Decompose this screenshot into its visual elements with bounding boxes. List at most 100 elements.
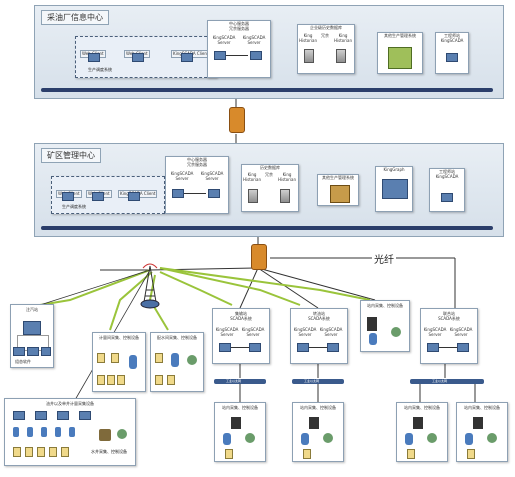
top-king-ws: KingSCADA <box>440 38 464 43</box>
server-icon <box>304 49 314 63</box>
scada-site-c: 联合站 SCADA系统 KingSCADA Server KingSCADA S… <box>420 308 478 364</box>
mid-redundant2: 冗余 <box>265 172 273 177</box>
field-right-d-title: 站内采集、控制设备 <box>464 405 500 410</box>
sensor-icon <box>13 427 19 437</box>
device-icon <box>155 375 163 385</box>
device-icon <box>49 447 57 457</box>
site-b-server-1: KingSCADA Server <box>293 327 317 337</box>
mid-other-systems: 其他生产管理系统 <box>317 174 359 206</box>
top-server-group-title: 中心服务器 <box>229 21 249 26</box>
device-icon <box>117 375 125 385</box>
field-right-c: 站内采集、控制设备 <box>396 402 448 462</box>
top-historian-b: King Historian <box>334 33 352 43</box>
server-monitor-icon <box>214 51 226 60</box>
computer-icon <box>13 347 25 356</box>
mid-server-title: 中心服务器 <box>187 157 207 162</box>
computer-icon <box>27 347 39 356</box>
mid-historian-a: King Historian <box>243 172 261 182</box>
top-info-center-panel: 采油厂信息中心 Web Client Web Client KingSCADA … <box>34 5 504 99</box>
sensor-icon <box>465 433 473 445</box>
field-left-sub: 组态软件 <box>15 359 31 364</box>
sensor-icon <box>223 433 231 445</box>
site-c-server-2: KingSCADA Server <box>449 327 473 337</box>
computer-icon <box>327 343 339 352</box>
field-mid2-title: 配水间采集、控制设备 <box>157 335 197 340</box>
field-left-title: 注汽站 <box>26 307 38 312</box>
top-kingscada-a: KingSCADA Server <box>212 35 236 45</box>
top-kingscada-b: KingSCADA Server <box>242 35 266 45</box>
top-historian-a: King Historian <box>299 33 317 43</box>
computer-icon <box>181 53 193 62</box>
computer-icon <box>23 321 41 335</box>
field-water-station: 配水间采集、控制设备 <box>150 332 204 392</box>
device-icon <box>407 449 415 459</box>
computer-icon <box>427 343 439 352</box>
computer-icon <box>13 411 25 420</box>
device-icon <box>225 449 233 459</box>
mid-kinggraph: KingGraph <box>375 166 413 212</box>
field-bottom-title: 油井以及单井计量采集设备 <box>46 401 94 406</box>
computer-icon <box>92 192 104 201</box>
controller-icon <box>473 417 483 429</box>
field-right-top: 站内采集、控制设备 <box>360 300 410 352</box>
top-backbone <box>41 88 493 92</box>
monitor-icon <box>382 179 408 199</box>
computer-icon <box>128 192 140 201</box>
device-icon <box>111 353 119 363</box>
mid-kingscada-a: KingSCADA Server <box>170 171 194 181</box>
valve-icon <box>323 433 333 443</box>
mid-client-group: Web Client Web Client KingSCADA Client 生… <box>51 176 165 214</box>
server-cluster-icon <box>330 185 350 203</box>
site-c-bus <box>410 379 484 384</box>
handheld-icon <box>99 429 111 441</box>
top-center-title: 采油厂信息中心 <box>41 10 109 25</box>
mid-other-title: 其他生产管理系统 <box>322 175 354 180</box>
field-left-station: 注汽站 组态软件 <box>10 304 54 368</box>
site-c-bus-label: 工业以太网 <box>432 379 448 383</box>
site-a-server-1: KingSCADA Server <box>215 327 239 337</box>
mid-workstation: 工程师站 KingSCADA <box>429 168 465 212</box>
field-right1-title: 站内采集、控制设备 <box>367 303 403 308</box>
field-right-a: 站内采集、控制设备 <box>214 402 266 462</box>
mid-backbone <box>41 226 493 230</box>
top-other-systems: 其他生产管理系统 <box>377 32 423 74</box>
mid-management-panel: 矿区管理中心 Web Client Web Client KingSCADA C… <box>34 143 504 237</box>
top-dispatch-label: 生产调度系统 <box>88 67 112 72</box>
computer-icon <box>132 53 144 62</box>
computer-icon <box>57 411 69 420</box>
server-icon <box>280 189 290 203</box>
mid-center-title: 矿区管理中心 <box>41 148 101 163</box>
sensor-icon <box>129 355 137 369</box>
mid-server-group: 中心服务器 冗余服务器 KingSCADA Server KingSCADA S… <box>165 156 229 214</box>
computer-icon <box>446 53 458 62</box>
server-icon <box>248 189 258 203</box>
field-right-c-title: 站内采集、控制设备 <box>404 405 440 410</box>
computer-icon <box>79 411 91 420</box>
mid-historian-b: King Historian <box>278 172 296 182</box>
sensor-icon <box>405 433 413 445</box>
scada-site-a-title: 集输站 SCADA系统 <box>230 311 252 321</box>
top-server-group: 中心服务器 冗余服务器 KingSCADA Server KingSCADA S… <box>207 20 271 78</box>
scada-site-b-title: 转油站 SCADA系统 <box>308 311 330 321</box>
device-icon <box>37 447 45 457</box>
computer-icon <box>62 192 74 201</box>
top-historian-group: 企业级历史数据库 King Historian 冗余 King Historia… <box>297 24 355 74</box>
sensor-icon <box>41 427 47 437</box>
site-b-bus-label: 工业以太网 <box>304 379 320 383</box>
controller-icon <box>413 417 423 429</box>
top-redundant-label: 冗余服务器 <box>229 26 249 31</box>
computer-icon <box>457 343 469 352</box>
server-monitor-icon <box>250 51 262 60</box>
scada-site-b: 转油站 SCADA系统 KingSCADA Server KingSCADA S… <box>290 308 348 364</box>
device-icon <box>155 353 163 363</box>
computer-icon <box>88 53 100 62</box>
mid-historian-group: 历史数据库 King Historian 冗余 King Historian <box>241 164 299 212</box>
mid-kingscada-ws: KingSCADA <box>435 174 459 179</box>
sensor-icon <box>301 433 309 445</box>
antenna-icon <box>140 262 160 310</box>
computer-icon <box>297 343 309 352</box>
device-icon <box>25 447 33 457</box>
device-icon <box>97 375 105 385</box>
valve-icon <box>427 433 437 443</box>
fiber-label: 光纤 <box>372 251 396 266</box>
